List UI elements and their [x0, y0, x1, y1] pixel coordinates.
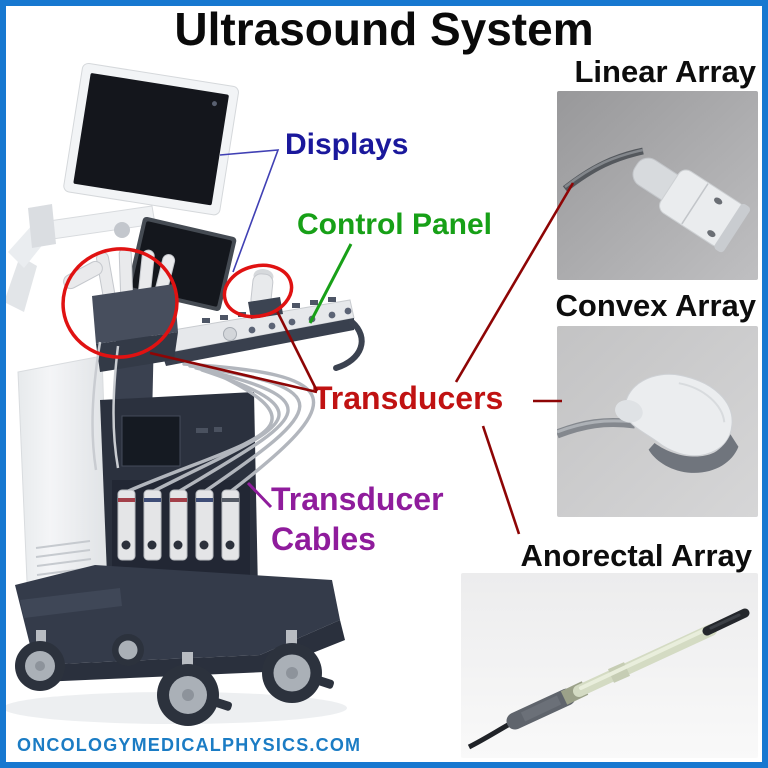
label-anorectal-array: Anorectal Array [520, 538, 752, 573]
page-title: Ultrasound System [174, 3, 594, 55]
label-displays: Displays [285, 128, 409, 161]
label-linear-array: Linear Array [574, 54, 757, 89]
anorectal-array-photo [461, 573, 758, 758]
convex-array-photo [557, 326, 758, 517]
caster-wheels [15, 630, 335, 726]
convex-probe-body [615, 373, 739, 473]
label-control-panel: Control Panel [297, 208, 493, 241]
label-convex-array: Convex Array [555, 288, 756, 323]
linear-array-photo [557, 91, 758, 280]
anorectal-probe-body [467, 608, 750, 750]
monitor-arm [4, 204, 156, 312]
label-transducer-cables-line2: Cables [271, 521, 376, 557]
label-transducer-cables: Transducer Cables [271, 479, 444, 559]
label-transducer-cables-line1: Transducer [271, 481, 444, 517]
watermark-website: ONCOLOGYMEDICALPHYSICS.COM [17, 735, 362, 755]
linear-probe-body [632, 157, 751, 253]
label-transducers: Transducers [313, 380, 504, 416]
main-monitor [63, 62, 239, 216]
transducer-connectors [117, 489, 240, 561]
